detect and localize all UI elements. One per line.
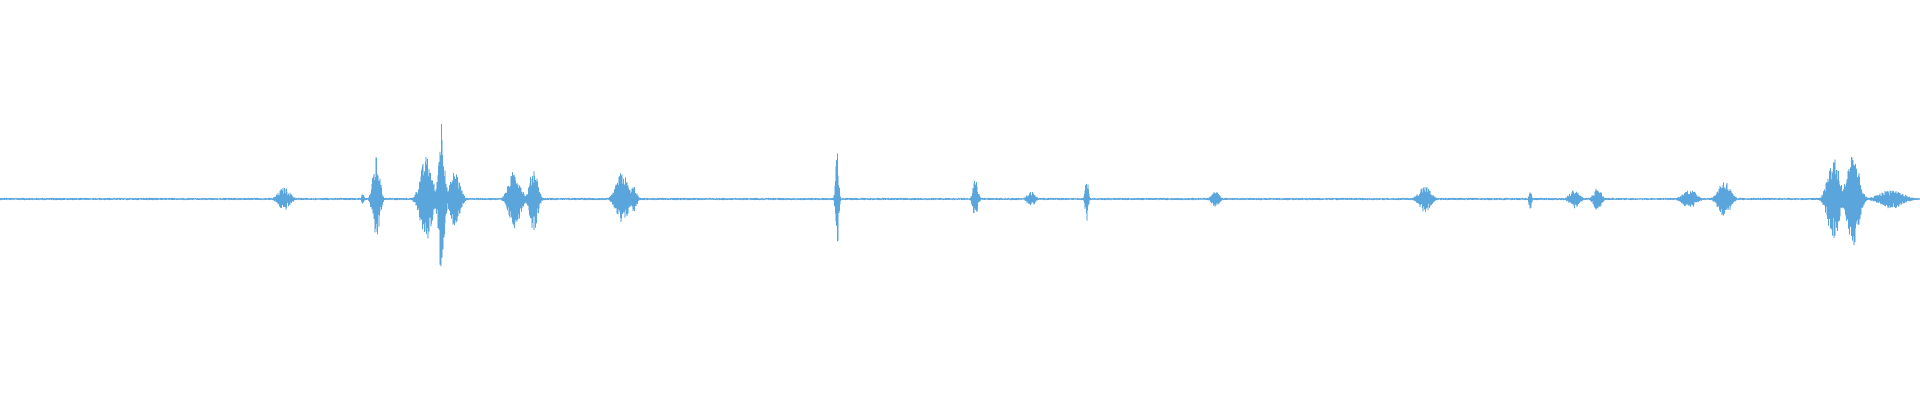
waveform-trace bbox=[0, 123, 1920, 267]
